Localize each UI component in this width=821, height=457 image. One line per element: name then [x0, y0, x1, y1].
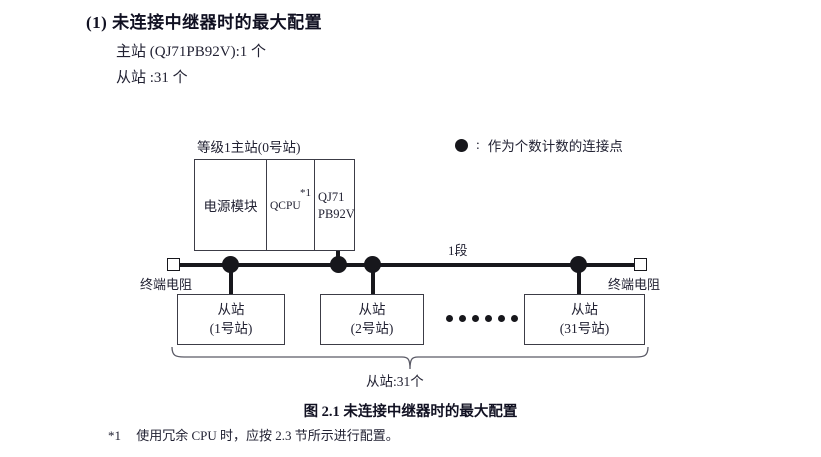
connection-point-icon — [455, 138, 468, 152]
section-heading: (1) 未连接中继器时的最大配置 — [86, 8, 322, 33]
drop-lead-slave-1 — [229, 263, 233, 295]
slave-station-31: 从站 (31号站) — [524, 294, 645, 345]
terminator-right-label: 终端电阻 — [608, 277, 661, 292]
slot-cpu-label: QCPU — [270, 200, 301, 212]
footnote-text: 使用冗余 CPU 时，应按 2.3 节所示进行配置。 — [136, 428, 399, 443]
slot-power-module: 电源模块 — [203, 199, 258, 214]
figure-caption: 图 2.1 未连接中继器时的最大配置 — [303, 404, 518, 420]
trunk-bus-line — [174, 263, 642, 267]
section-number: (1) — [86, 13, 108, 32]
slave-31-name: 从站 — [571, 302, 598, 318]
slave-station-2: 从站 (2号站) — [320, 294, 424, 345]
master-station-title: 等级1主站(0号站) — [197, 140, 301, 155]
rack-divider-1 — [266, 160, 267, 250]
legend-label: 作为个数计数的连接点 — [487, 139, 623, 154]
drop-lead-slave-31 — [577, 263, 581, 295]
slave-count-brace — [171, 346, 649, 370]
slot-cpu: QCPU *1 — [266, 160, 314, 250]
terminator-left-label: 终端电阻 — [140, 277, 193, 292]
heading-detail-slave: 从站 :31 个 — [116, 70, 188, 86]
slot-cpu-footnote-mark: *1 — [300, 187, 311, 199]
section-title: 未连接中继器时的最大配置 — [112, 13, 323, 32]
heading-detail-master: 主站 (QJ71PB92V):1 个 — [116, 44, 267, 60]
slave-31-station: (31号站) — [559, 320, 610, 336]
terminator-left-icon — [167, 258, 180, 271]
terminator-right-icon — [634, 258, 647, 271]
master-module-line-1: QJ71 — [318, 190, 345, 204]
master-rack: 电源模块 QCPU *1 QJ71 PB92V — [194, 159, 355, 251]
legend-separator: : — [476, 137, 480, 152]
slot-master-module: QJ71 PB92V — [314, 160, 356, 250]
ellipsis-icon — [446, 315, 518, 322]
footnote: *1 使用冗余 CPU 时，应按 2.3 节所示进行配置。 — [108, 425, 399, 444]
segment-label: 1段 — [448, 243, 468, 258]
slave-1-station: (1号站) — [209, 320, 253, 336]
drop-lead-slave-2 — [371, 263, 375, 295]
master-module-line-2: PB92V — [318, 207, 355, 221]
slave-1-name: 从站 — [217, 302, 245, 318]
slave-2-name: 从站 — [358, 302, 386, 318]
footnote-mark: *1 — [108, 428, 121, 443]
connection-node-master — [330, 256, 347, 273]
slave-count-label: 从站:31个 — [366, 374, 424, 389]
slave-station-1: 从站 (1号站) — [177, 294, 285, 345]
rack-divider-2 — [314, 160, 315, 250]
slave-2-station: (2号站) — [350, 320, 394, 336]
legend: : 作为个数计数的连接点 — [455, 135, 623, 155]
